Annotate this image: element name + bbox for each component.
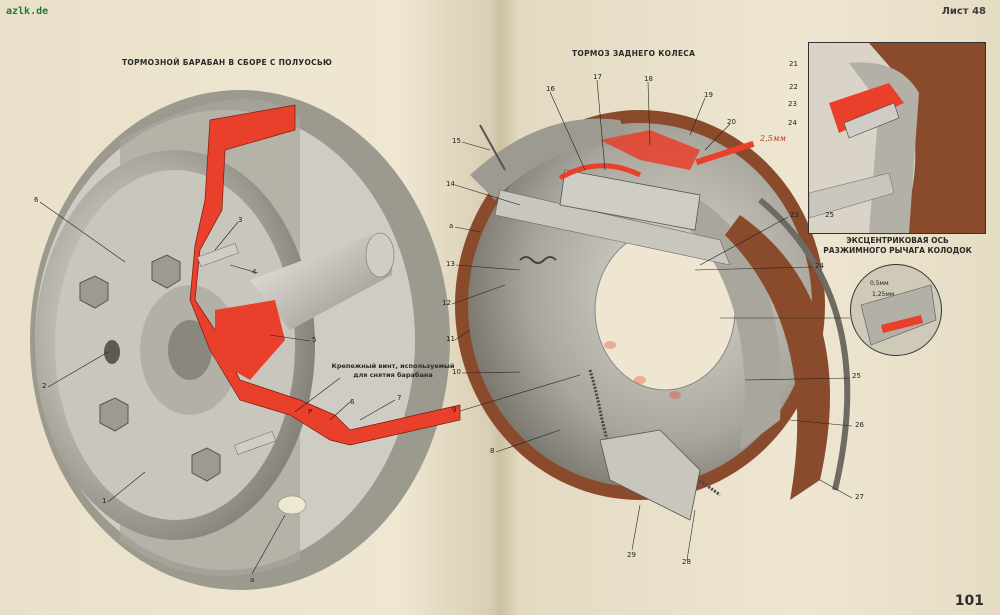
callout-6-top: 6 — [34, 196, 39, 204]
eccentric-axle-inset — [808, 42, 986, 234]
dim-a: 0,5мм — [870, 280, 889, 287]
callout-24: 24 — [815, 262, 824, 270]
callout-a-right: а — [449, 222, 454, 230]
page-number: 101 — [954, 593, 984, 609]
callout-8: 8 — [490, 447, 495, 455]
inset-caption: ЭКСЦЕНТРИКОВАЯ ОСЬ РАЗЖИМНОГО РЫЧАГА КОЛ… — [800, 236, 995, 256]
callout-5: 5 — [312, 336, 317, 344]
rear-brake-assembly — [455, 110, 851, 521]
callout-15: 15 — [452, 137, 461, 145]
callout-11: 11 — [446, 335, 455, 343]
callout-27: 27 — [855, 493, 864, 501]
callout-26: 26 — [855, 421, 864, 429]
callout-a-left: а — [250, 576, 255, 584]
screw-note-line1: Крепежный винт, используемый — [331, 362, 455, 370]
callout-9: 9 — [452, 406, 457, 414]
left-figure-title: ТОРМОЗНОЙ БАРАБАН В СБОРЕ С ПОЛУОСЬЮ — [122, 58, 333, 67]
callout-23-inset: 23 — [788, 100, 797, 108]
callout-20: 20 — [727, 118, 736, 126]
callout-3: 3 — [238, 216, 243, 224]
callout-28: 28 — [682, 558, 691, 566]
callout-19: 19 — [704, 91, 713, 99]
watermark: azlk.de — [6, 6, 49, 17]
callout-25: 25 — [852, 372, 861, 380]
screw-note: Крепежный винт, используемый для снятия … — [318, 362, 468, 380]
callout-10: 10 — [452, 368, 461, 376]
inset-drawing — [808, 43, 985, 233]
callout-17: 17 — [593, 73, 602, 81]
clearance-drawing — [860, 284, 937, 346]
callout-7: 7 — [397, 394, 402, 402]
callout-29: 29 — [627, 551, 636, 559]
sheet-label: Лист 48 — [941, 6, 986, 17]
callout-1: 1 — [102, 497, 107, 505]
dim-b: 1,25мм — [872, 291, 895, 298]
callout-23: 23 — [790, 211, 799, 219]
callout-16: 16 — [546, 85, 555, 93]
inset-caption-line2: РАЗЖИМНОГО РЫЧАГА КОЛОДОК — [823, 246, 972, 255]
callout-4: 4 — [252, 268, 257, 276]
callout-14: 14 — [446, 180, 455, 188]
callout-6-bottom: 6 — [350, 398, 355, 406]
callout-24-inset: 24 — [788, 119, 797, 127]
clearance-detail-circle — [850, 264, 942, 356]
inset-caption-line1: ЭКСЦЕНТРИКОВАЯ ОСЬ — [846, 236, 949, 245]
right-figure-title: ТОРМОЗ ЗАДНЕГО КОЛЕСА — [572, 49, 696, 58]
callout-p: Р — [308, 408, 313, 416]
callout-12: 12 — [442, 299, 451, 307]
callout-13: 13 — [446, 260, 455, 268]
brake-drum — [30, 90, 461, 590]
screw-note-line2: для снятия барабана — [353, 371, 433, 379]
callout-25-inset: 25 — [825, 211, 834, 219]
callout-2: 2 — [42, 382, 47, 390]
callout-18: 18 — [644, 75, 653, 83]
callout-21: 21 — [789, 60, 798, 68]
handwritten-dimension: 2,5мм — [760, 134, 786, 143]
callout-22: 22 — [789, 83, 798, 91]
